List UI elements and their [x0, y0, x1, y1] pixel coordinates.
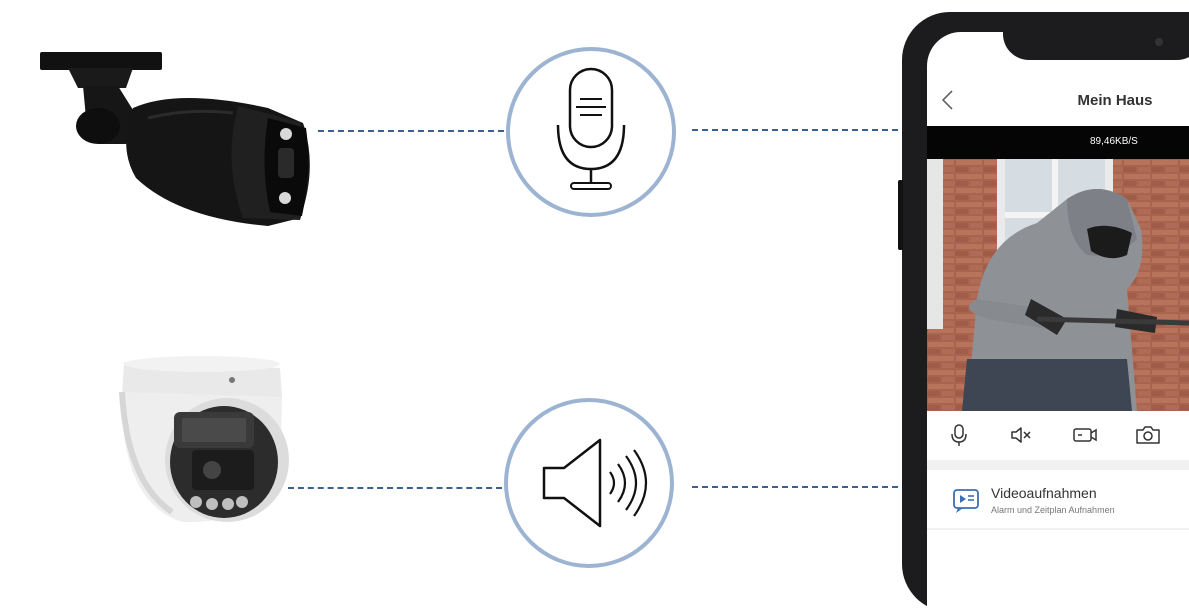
- front-camera: [1155, 38, 1163, 46]
- speaker-mute-icon[interactable]: [1008, 422, 1034, 448]
- video-recordings-title[interactable]: Videoaufnahmen: [991, 485, 1097, 501]
- camera-icon[interactable]: [1135, 422, 1161, 448]
- speaker-icon: [542, 438, 647, 528]
- bullet-camera-image: [40, 52, 310, 226]
- video-recordings-subtitle: Alarm und Zeitplan Aufnahmen: [991, 505, 1115, 515]
- connector-line-bottom-left: [288, 487, 502, 489]
- record-icon[interactable]: [1072, 422, 1098, 448]
- dome-camera-image: [119, 356, 289, 523]
- microphone-feature-circle: [506, 47, 676, 217]
- speaker-feature-circle: [504, 398, 674, 568]
- card-divider: [927, 528, 1189, 530]
- connector-line-bottom-right: [692, 486, 898, 488]
- connector-line-top-right: [692, 129, 898, 131]
- live-video-feed[interactable]: [927, 159, 1189, 411]
- stream-status-bar: [927, 126, 1189, 159]
- microphone-icon: [556, 67, 626, 190]
- phone-side-button: [898, 180, 903, 250]
- burglar-scene-image: [927, 159, 1189, 411]
- video-recordings-icon[interactable]: [952, 486, 980, 514]
- phone-notch: [1003, 12, 1189, 60]
- back-arrow-icon[interactable]: [938, 88, 958, 112]
- data-rate: 89,46KB/S: [1090, 136, 1138, 147]
- microphone-icon[interactable]: [946, 422, 972, 448]
- section-separator: [927, 460, 1189, 470]
- connector-line-top-left: [318, 130, 504, 132]
- app-title: Mein Haus: [1077, 92, 1153, 109]
